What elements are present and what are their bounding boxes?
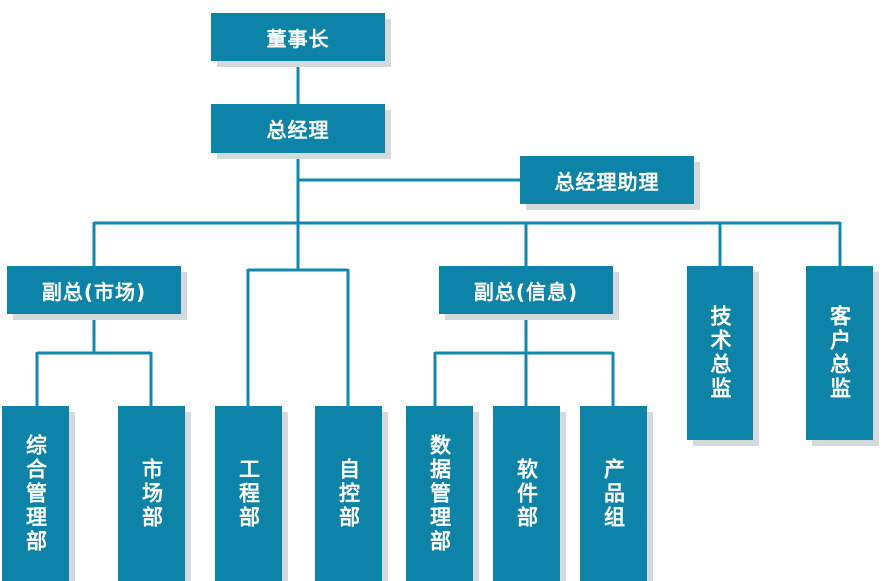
data-dept-box: 数据管理部 [406,406,473,581]
vp-info-box: 副总(信息) [439,266,613,314]
general-manager-label: 总经理 [266,118,330,142]
gm-assistant-box: 总经理助理 [520,156,694,204]
vp-info-label: 副总(信息) [473,279,579,304]
software-dept-label: 软件部 [514,457,539,530]
data-dept-label: 数据管理部 [427,433,452,554]
engineering-dept-label: 工程部 [236,457,261,530]
gm-assistant-label: 总经理助理 [554,169,660,194]
admin-dept-box: 综合管理部 [2,406,69,581]
product-group-label: 产品组 [601,457,626,530]
market-dept-label: 市场部 [139,457,164,530]
product-group-box: 产品组 [580,406,647,581]
customer-director-label: 客户总监 [827,305,852,401]
control-dept-label: 自控部 [336,457,361,530]
market-dept-box: 市场部 [118,406,185,581]
vp-market-box: 副总(市场) [7,266,181,314]
chairman-box: 董事长 [211,13,385,61]
general-manager-box: 总经理 [211,104,385,153]
control-dept-box: 自控部 [315,406,382,581]
tech-director-label: 技术总监 [708,305,732,401]
tech-director-box: 技术总监 [687,266,753,440]
engineering-dept-box: 工程部 [215,406,282,581]
chairman-label: 董事长 [266,26,330,51]
software-dept-box: 软件部 [493,406,560,581]
customer-director-box: 客户总监 [806,266,873,440]
admin-dept-label: 综合管理部 [23,433,48,554]
vp-market-label: 副总(市场) [41,279,147,304]
